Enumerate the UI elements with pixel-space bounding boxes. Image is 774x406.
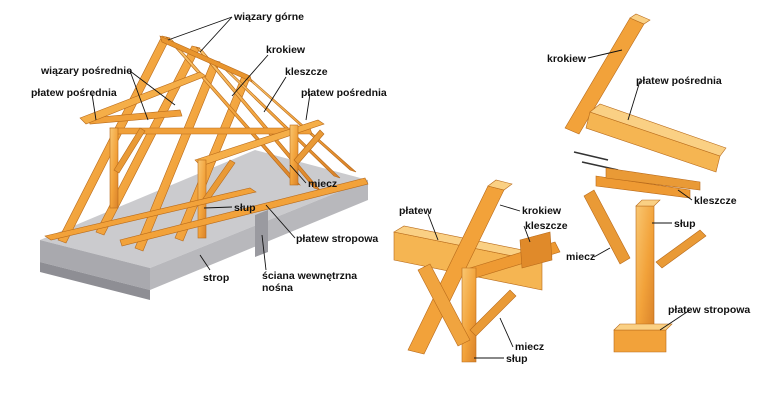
exploded-post xyxy=(636,206,654,330)
label-krokiew-detail: krokiew xyxy=(522,205,562,217)
label-slup: słup xyxy=(234,202,256,214)
exploded-view-illustration xyxy=(565,14,726,352)
label-platew-posrednia-exploded: płatew pośrednia xyxy=(636,75,722,87)
label-miecz-detail: miecz xyxy=(515,341,544,353)
label-wiazary-posrednie: wiązary pośrednie xyxy=(40,65,132,77)
detail-collar-tie-end xyxy=(520,232,552,268)
label-kleszcze: kleszcze xyxy=(285,66,328,78)
detail-post xyxy=(462,268,476,362)
detail-strut xyxy=(470,290,516,336)
label-krokiew-exploded: krokiew xyxy=(547,53,587,65)
label-platew-posrednia-right: płatew pośrednia xyxy=(301,87,387,99)
label-platew: płatew xyxy=(399,205,433,217)
label-wiazary-gorne: wiązary górne xyxy=(233,11,304,23)
label-platew-posrednia-left: płatew pośrednia xyxy=(31,87,117,99)
label-sciana-line2: nośna xyxy=(262,282,293,294)
label-slup-exploded: słup xyxy=(674,218,696,230)
label-platew-stropowa-exploded: płatew stropowa xyxy=(668,304,750,316)
label-strop: strop xyxy=(203,272,229,284)
label-kleszcze-detail: kleszcze xyxy=(525,220,568,232)
label-platew-stropowa: płatew stropowa xyxy=(296,233,378,245)
exploded-ceiling-purlin xyxy=(614,330,666,352)
label-kleszcze-exploded: kleszcze xyxy=(694,195,737,207)
label-krokiew: krokiew xyxy=(266,44,306,56)
label-sciana-line1: ściana wewnętrzna xyxy=(262,270,357,282)
label-slup-detail: słup xyxy=(506,353,528,365)
label-miecz: miecz xyxy=(308,178,337,190)
label-miecz-exploded: miecz xyxy=(566,251,595,263)
inner-bearing-wall xyxy=(255,210,268,257)
exploded-right-strut xyxy=(656,230,706,268)
bolts xyxy=(574,152,618,170)
